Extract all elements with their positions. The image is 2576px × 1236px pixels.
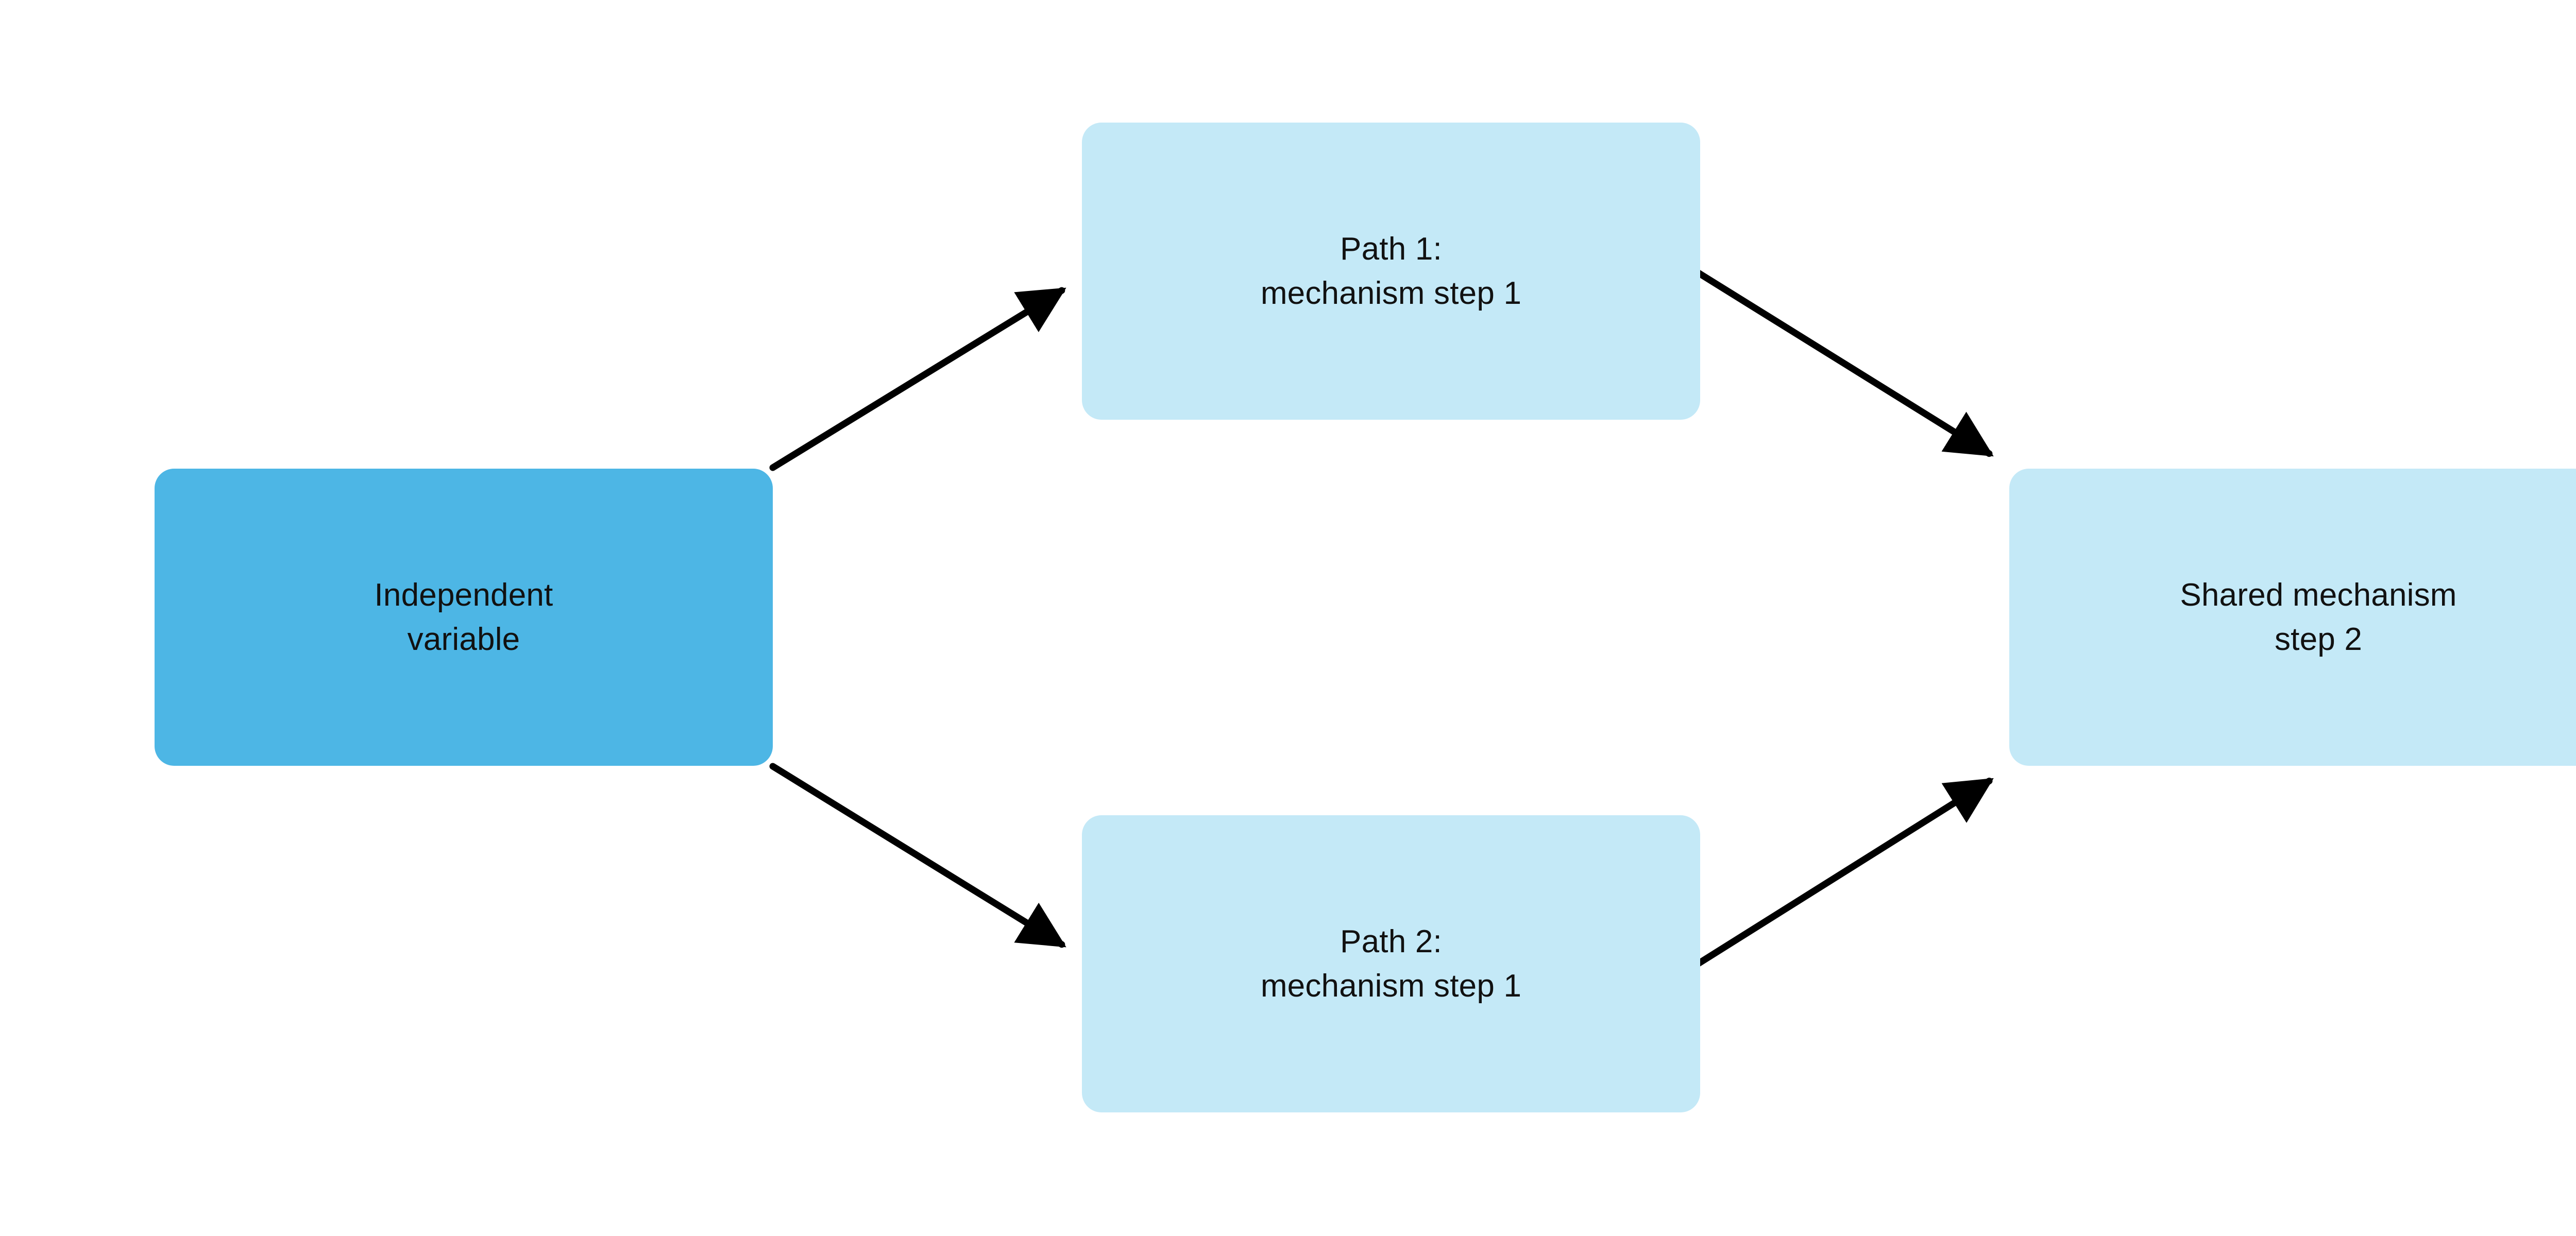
edge-independent-to-path-2 (769, 763, 1066, 948)
node-path-2-mechanism-step-1[interactable]: Path 2: mechanism step 1 (1082, 815, 1700, 1112)
node-label-shared-mechanism-step-2: Shared mechanism step 2 (2180, 577, 2457, 657)
node-label-independent-variable: Independent variable (374, 577, 553, 657)
edge-independent-to-path-1 (769, 287, 1066, 471)
node-label-path-1-mechanism-step-1: Path 1: mechanism step 1 (1260, 231, 1522, 311)
edge-path-1-to-shared (1692, 268, 1994, 457)
node-label-path-2-mechanism-step-1: Path 2: mechanism step 1 (1260, 923, 1522, 1004)
edge-path-2-to-shared (1694, 777, 1994, 968)
node-shared-mechanism-step-2[interactable]: Shared mechanism step 2 (2009, 469, 2576, 766)
node-path-1-mechanism-step-1[interactable]: Path 1: mechanism step 1 (1082, 123, 1700, 420)
node-independent-variable[interactable]: Independent variable (155, 469, 773, 766)
